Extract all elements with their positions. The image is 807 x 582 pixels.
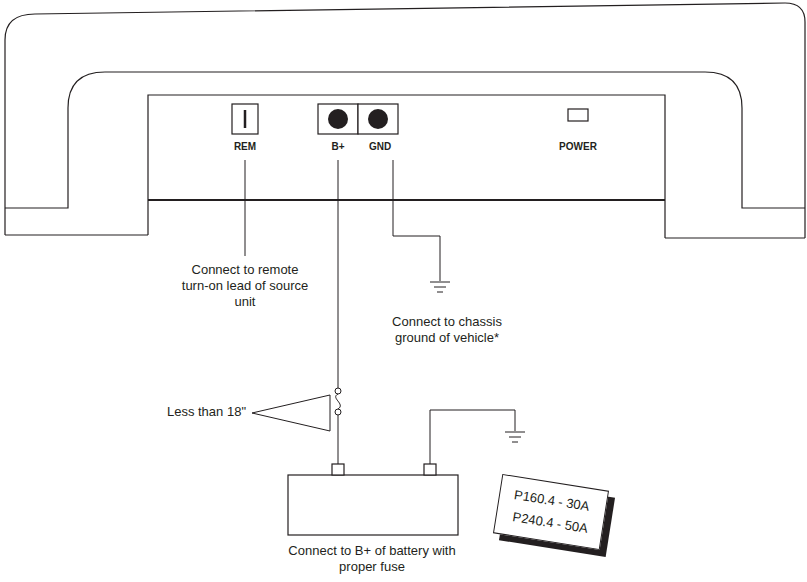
terminal-panel — [148, 95, 665, 200]
ground-symbol — [505, 432, 525, 442]
battery-body — [288, 475, 458, 535]
wiring-note: Connect to B+ of battery with proper fus… — [287, 543, 457, 575]
ground-symbol — [430, 282, 450, 292]
power-led — [568, 109, 588, 121]
gnd-terminal — [358, 104, 398, 134]
housing-feet — [5, 200, 805, 238]
bplus-screw — [328, 109, 348, 129]
panel-base — [148, 199, 665, 201]
length-callout — [252, 395, 330, 431]
terminal-label: GND — [358, 141, 402, 153]
battery — [288, 464, 458, 535]
battery-ground-wire — [430, 410, 515, 465]
power-wire — [338, 160, 339, 388]
rem-slot — [244, 110, 247, 128]
wires — [245, 160, 525, 465]
fuse-terminal — [335, 388, 341, 394]
power-wire — [338, 415, 339, 465]
battery-positive-post — [332, 464, 344, 475]
gnd-screw — [368, 109, 388, 129]
terminals — [232, 104, 588, 134]
fuse-element — [336, 394, 341, 409]
wiring-note: Connect to chassis ground of vehicle* — [377, 314, 517, 346]
housing-inner-contour — [5, 72, 805, 208]
dimension-note: Less than 18" — [126, 404, 246, 420]
rem-terminal — [232, 104, 258, 134]
fuse-rating: P240.4 - 50A — [511, 509, 589, 537]
battery-negative-post — [424, 464, 436, 475]
terminal-label: REM — [220, 141, 270, 153]
housing-outline — [5, 3, 805, 238]
ground-wire — [393, 160, 440, 281]
amplifier-housing — [5, 3, 805, 238]
indicator-label: POWER — [548, 141, 608, 153]
fuse-terminal — [335, 409, 341, 415]
wiring-note: Connect to remote turn-on lead of source… — [181, 262, 309, 310]
terminal-label: B+ — [318, 141, 358, 153]
remote-wire — [245, 160, 246, 256]
bplus-terminal — [318, 104, 358, 134]
